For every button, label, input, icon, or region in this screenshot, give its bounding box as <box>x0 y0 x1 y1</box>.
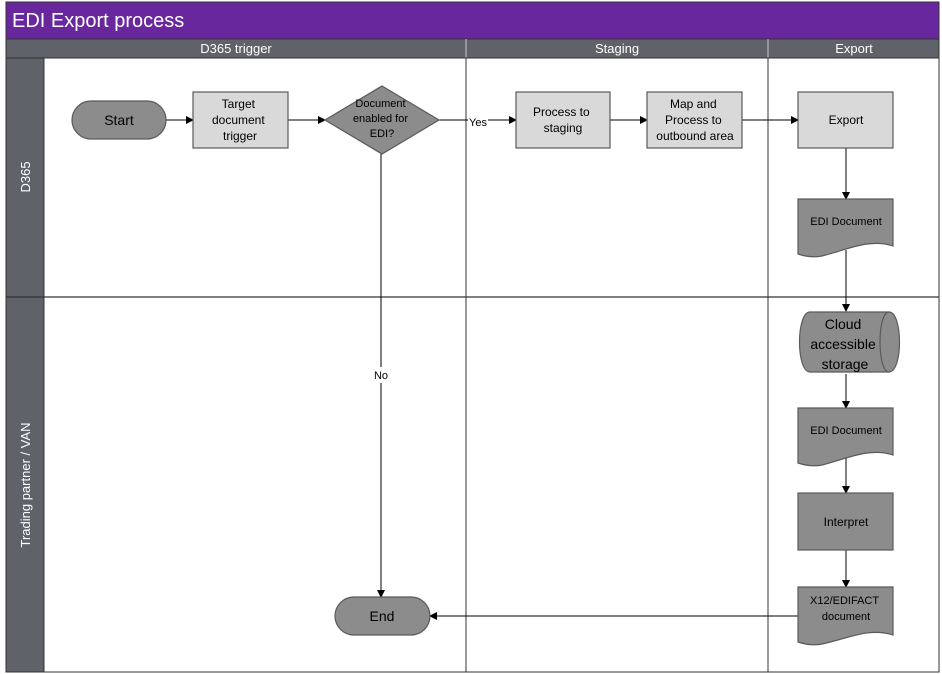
lane-header-d365 <box>5 57 45 298</box>
svg-text:Interpret: Interpret <box>824 515 869 529</box>
svg-text:Target document tr: Target document trigger <box>212 97 268 143</box>
edge-label-yes: Yes <box>469 117 487 129</box>
end-node: End <box>334 596 431 636</box>
edge-label-no: No <box>374 370 388 382</box>
svg-text:X12/EDIFACT document: X12/EDIFACT document <box>810 595 882 623</box>
interpret-node: Interpret <box>797 492 894 551</box>
diagram-title: EDI Export process <box>12 10 184 32</box>
lane-header-partner <box>5 296 45 673</box>
column-header-bar <box>5 38 940 59</box>
lane-body <box>43 57 940 673</box>
svg-text:Map and Process to: Map and Process to outbound area <box>656 97 734 143</box>
x12-edifact-document-node: X12/EDIFACT document <box>797 586 894 646</box>
edi-document-node-1: EDI Document <box>797 198 894 258</box>
map-and-process-node: Map and Process to outbound area <box>646 91 743 149</box>
lane-label-partner: Trading partner / VAN <box>18 423 33 548</box>
start-node: Start <box>71 100 167 140</box>
lane-label-d365: D365 <box>18 161 33 192</box>
svg-text:Export: Export <box>829 113 864 127</box>
svg-text:EDI Document: EDI Document <box>810 425 882 437</box>
svg-text:End: End <box>370 608 395 624</box>
column-header-d365-trigger: D365 trigger <box>200 41 272 56</box>
svg-text:Cloud accessible s: Cloud accessible storage <box>810 316 879 372</box>
document-enabled-decision: Document enabled for EDI? <box>323 85 441 155</box>
export-node: Export <box>797 91 894 149</box>
svg-text:Process to staging: Process to staging <box>533 105 593 135</box>
edi-document-node-2: EDI Document <box>797 407 894 467</box>
svg-text:Document enabled for: Document enabled for EDI? <box>353 98 411 140</box>
svg-text:EDI Document: EDI Document <box>810 216 882 228</box>
column-header-export: Export <box>835 41 873 56</box>
column-header-staging: Staging <box>595 41 639 56</box>
target-document-trigger-node: Target document trigger <box>192 91 289 149</box>
cloud-storage-node: Cloud accessible storage <box>798 311 901 373</box>
title-bar <box>5 1 940 40</box>
process-to-staging-node: Process to staging <box>515 91 611 149</box>
svg-text:Start: Start <box>104 112 134 128</box>
